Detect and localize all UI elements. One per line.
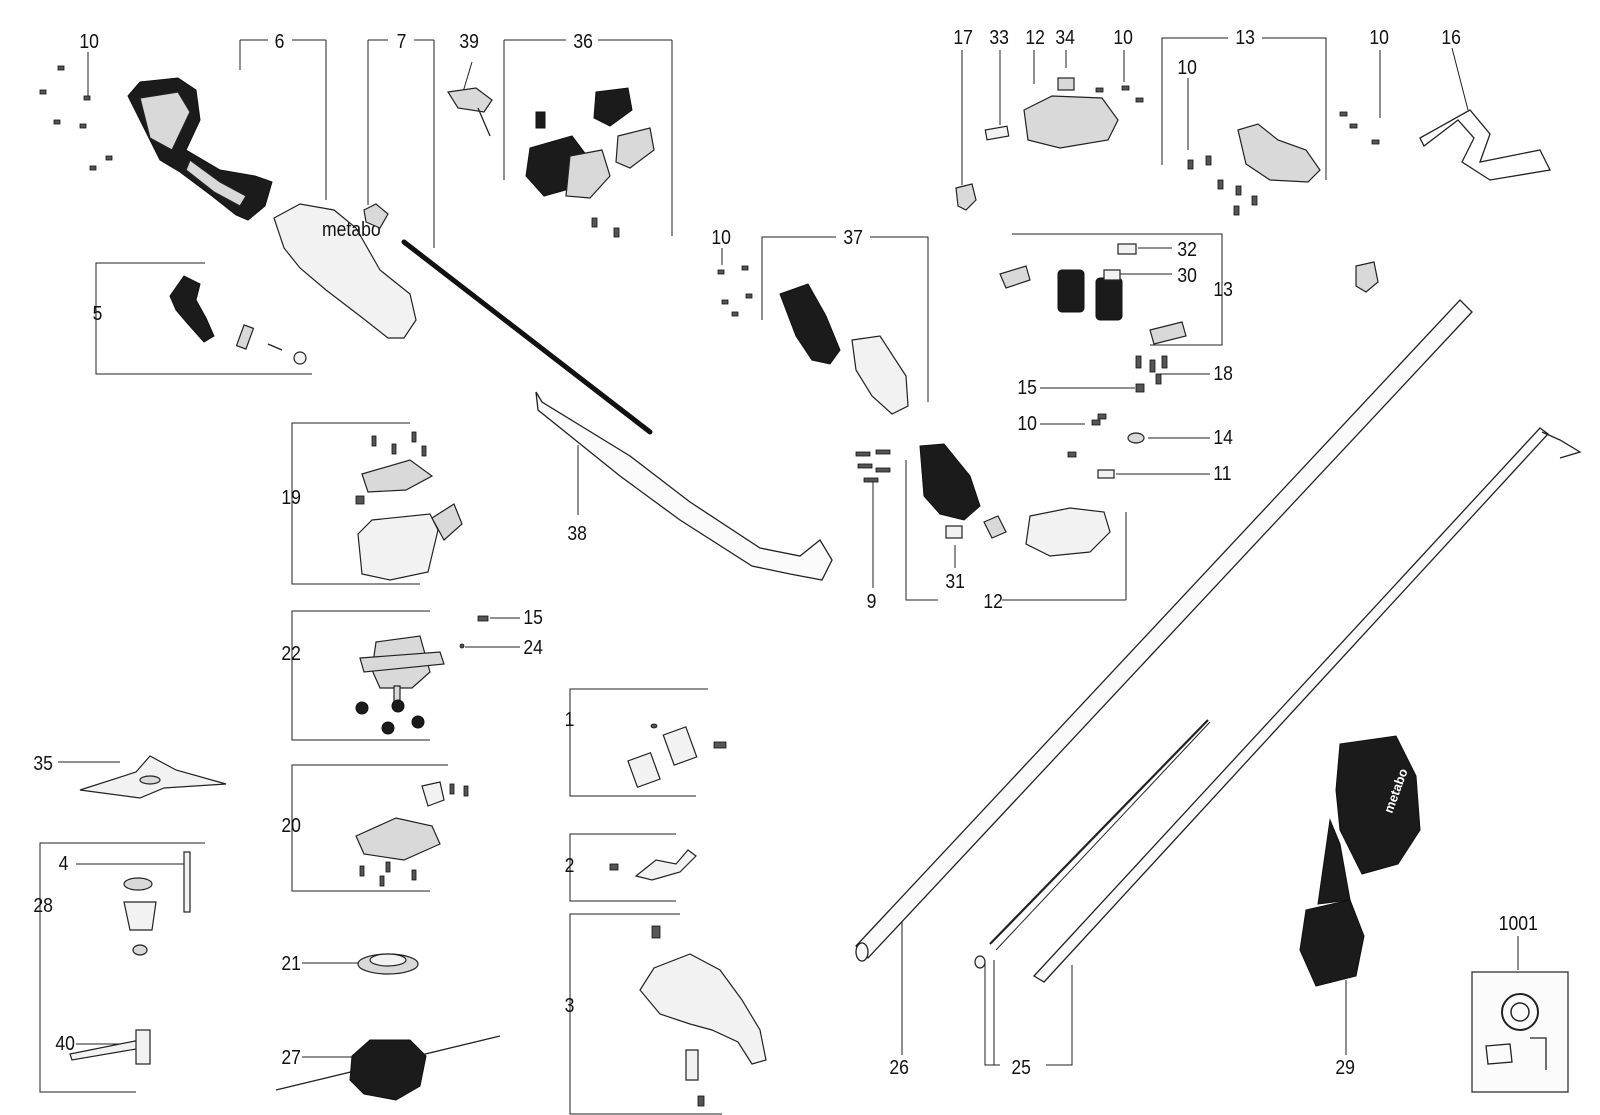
label-10: 10 [1113,26,1133,48]
label-35: 35 [33,752,53,774]
label-25: 25 [1011,1056,1031,1078]
bow-handle-tube [535,391,833,581]
label-1: 1 [565,708,575,730]
part-number-labels: 10 6 7 39 36 17 33 12 34 10 13 10 16 10 … [33,26,1537,1078]
main-shaft-tube [855,299,1473,962]
label-7: 7 [397,30,407,52]
label-14: 14 [1213,426,1233,448]
label-13: 13 [1213,278,1233,300]
small-parts-cluster [1067,355,1168,479]
extension-rod [1032,427,1582,983]
electronics-assembly [1187,111,1380,216]
label-32: 32 [1177,238,1197,260]
label-19: 19 [281,486,301,508]
label-1001-inset [1471,971,1569,1093]
label-36: 36 [573,30,593,52]
label-24: 24 [523,636,543,658]
label-28: 28 [33,894,53,916]
leader-lines [39,37,1519,1115]
screw-set-mid [717,265,753,317]
blade-flange-assembly [355,781,469,887]
label-40: 40 [55,1032,75,1054]
label-10: 10 [1369,26,1389,48]
label-39: 39 [459,30,479,52]
label-6: 6 [275,30,285,52]
protective-guard [639,925,767,1107]
drive-shaft-rod [401,239,653,435]
cover-top [984,77,1144,149]
label-31: 31 [945,570,965,592]
label-18: 18 [1213,362,1233,384]
trigger-assembly [169,275,307,365]
handle-brand-text: metabo [322,218,381,240]
label-15: 15 [523,606,543,628]
clip-right [1355,261,1379,293]
trigger-lever [447,87,493,137]
label-16: 16 [1441,26,1461,48]
label-30: 30 [1177,264,1197,286]
switch-module-assembly [525,87,655,238]
accessory-kit [69,851,191,1065]
label-9: 9 [867,590,877,612]
label-27: 27 [281,1046,301,1068]
mounting-bracket [609,849,697,881]
label-37: 37 [843,226,863,248]
label-21: 21 [281,952,301,974]
label-13: 13 [1235,26,1255,48]
housing-lower-assembly [919,443,1111,557]
housing-half-dark [127,77,273,221]
label-34: 34 [1055,26,1075,48]
tube-clamp-parts [627,723,727,789]
label-20: 20 [281,814,301,836]
label-3: 3 [565,994,575,1016]
cable [974,719,1211,969]
label-10: 10 [1017,412,1037,434]
label-33: 33 [989,26,1009,48]
label-11: 11 [1213,462,1231,484]
label-38: 38 [567,522,587,544]
label-5: 5 [93,302,103,324]
label-12: 12 [1025,26,1045,48]
gear-housing-assembly [355,431,463,581]
label-29: 29 [1335,1056,1355,1078]
label-1001: 1001 [1499,912,1538,934]
bail-wire [1419,109,1551,181]
label-4: 4 [59,852,69,874]
cutting-blade [79,755,227,799]
shoulder-harness: metabo [1299,735,1421,987]
label-10: 10 [711,226,731,248]
label-12: 12 [983,590,1003,612]
label-15: 15 [1017,376,1037,398]
label-26: 26 [889,1056,909,1078]
clip-part [955,183,977,211]
label-17: 17 [953,26,973,48]
label-10: 10 [1177,56,1197,78]
trimmer-head [275,1035,501,1101]
screw-set-top-left [39,65,113,171]
housing-cover-light: metabo [273,203,417,339]
label-10: 10 [79,30,99,52]
motor-assembly [355,615,489,735]
auxiliary-handle [779,283,909,415]
label-2: 2 [565,854,575,876]
label-22: 22 [281,642,301,664]
battery-contacts [999,243,1187,345]
line-spool-base [357,953,419,975]
screw-set-9 [855,449,891,483]
switch-part [363,203,389,229]
